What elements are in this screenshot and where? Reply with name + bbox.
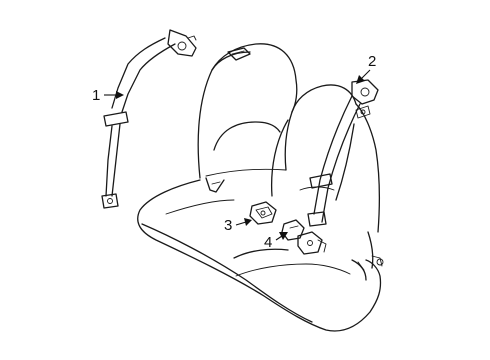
- callout-1: 1: [92, 87, 124, 104]
- callout-arrow-3: [244, 218, 252, 226]
- callout-leader-3: [235, 221, 247, 226]
- callout-leader-4: [275, 235, 283, 241]
- part-1-left-retractor-belt: [101, 29, 197, 209]
- part-2-right-retractor-belt: [307, 79, 379, 227]
- callout-2: 2: [356, 53, 376, 84]
- callout-label-1: 1: [92, 87, 100, 104]
- callout-4: 4: [264, 232, 288, 251]
- callout-arrow-4: [279, 232, 288, 240]
- callout-label-2: 2: [368, 53, 376, 70]
- callout-label-4: 4: [264, 234, 272, 251]
- callout-arrow-1: [116, 91, 124, 99]
- seat-back: [197, 43, 380, 233]
- part-3-buckle: [249, 201, 277, 225]
- callout-leader-2: [361, 69, 371, 79]
- seat-cushion: [137, 177, 384, 332]
- callout-3: 3: [224, 217, 252, 234]
- callout-label-3: 3: [224, 217, 232, 234]
- callout-arrow-2: [356, 75, 365, 84]
